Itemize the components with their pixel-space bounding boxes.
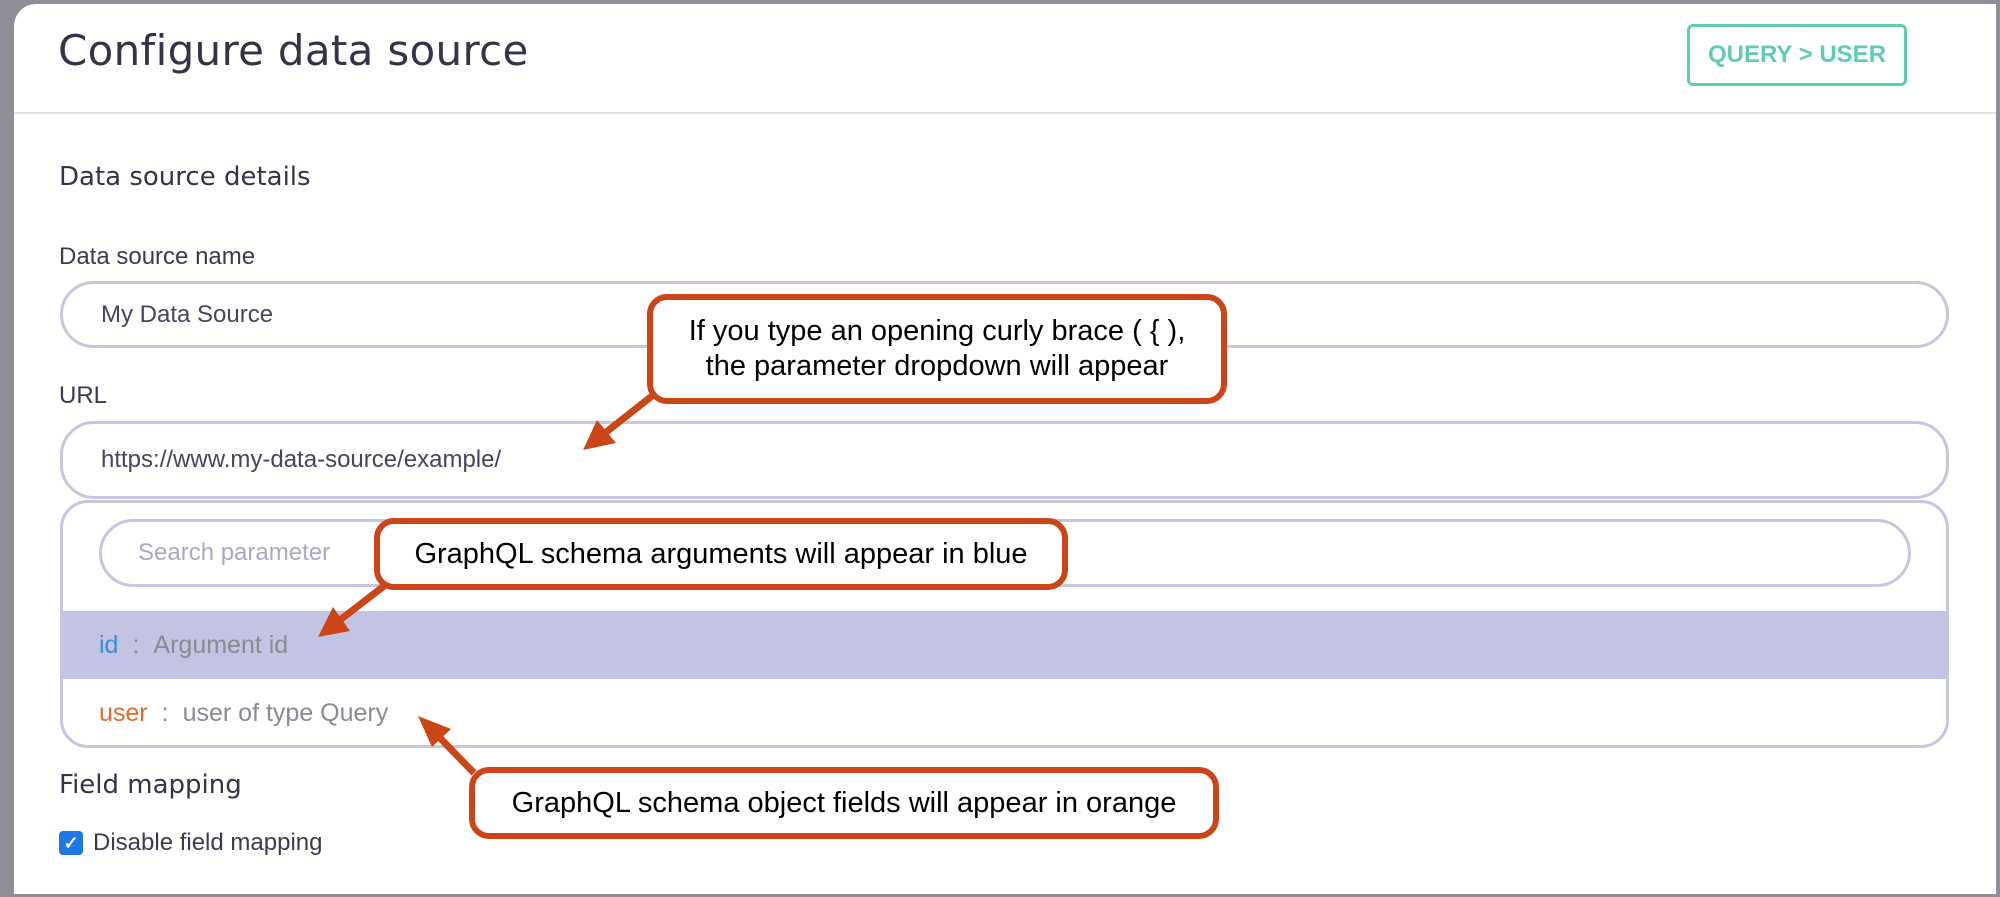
option-key: user (99, 698, 148, 727)
option-description: Argument id (153, 630, 289, 659)
arrow-head-url (583, 420, 616, 450)
arrow-to-id (337, 583, 387, 623)
checkbox-checked-icon[interactable]: ✓ (59, 831, 83, 855)
search-placeholder: Search parameter (138, 539, 331, 566)
callout-line-2: the parameter dropdown will appear (705, 350, 1169, 382)
url-value: https://www.my-data-source/example/ (101, 446, 502, 473)
dropdown-option-id[interactable]: id : Argument id (63, 611, 1946, 679)
disable-field-mapping-row: ✓ Disable field mapping (59, 829, 322, 857)
checkbox-label: Disable field mapping (93, 829, 323, 856)
field-mapping-title: Field mapping (59, 770, 242, 800)
page-title: Configure data source (58, 26, 529, 75)
name-value: My Data Source (101, 300, 274, 328)
option-description: user of type Query (182, 698, 389, 727)
dropdown-option-user[interactable]: user : user of type Query (63, 679, 1946, 745)
option-key: id (99, 630, 119, 659)
url-label: URL (59, 382, 108, 409)
option-separator: : (161, 698, 169, 727)
breadcrumb-button[interactable]: QUERY > USER (1687, 24, 1907, 86)
section-title: Data source details (59, 162, 311, 192)
name-label: Data source name (59, 243, 256, 270)
header-bar: Configure data source QUERY > USER (14, 4, 1996, 114)
arrow-to-user (437, 735, 477, 776)
callout-curly-brace: If you type an opening curly brace ( { )… (647, 294, 1227, 404)
callout-line-1: If you type an opening curly brace ( { )… (688, 315, 1186, 348)
arrow-head-user (418, 716, 451, 747)
option-separator: : (132, 630, 140, 659)
arrow-head-id (318, 607, 350, 637)
url-input[interactable]: https://www.my-data-source/example/ (60, 421, 1949, 499)
callout-blue: GraphQL schema arguments will appear in … (374, 518, 1068, 590)
arrow-to-url (602, 393, 655, 436)
configure-panel: Configure data source QUERY > USER Data … (14, 4, 1996, 894)
callout-orange: GraphQL schema object fields will appear… (469, 767, 1219, 839)
